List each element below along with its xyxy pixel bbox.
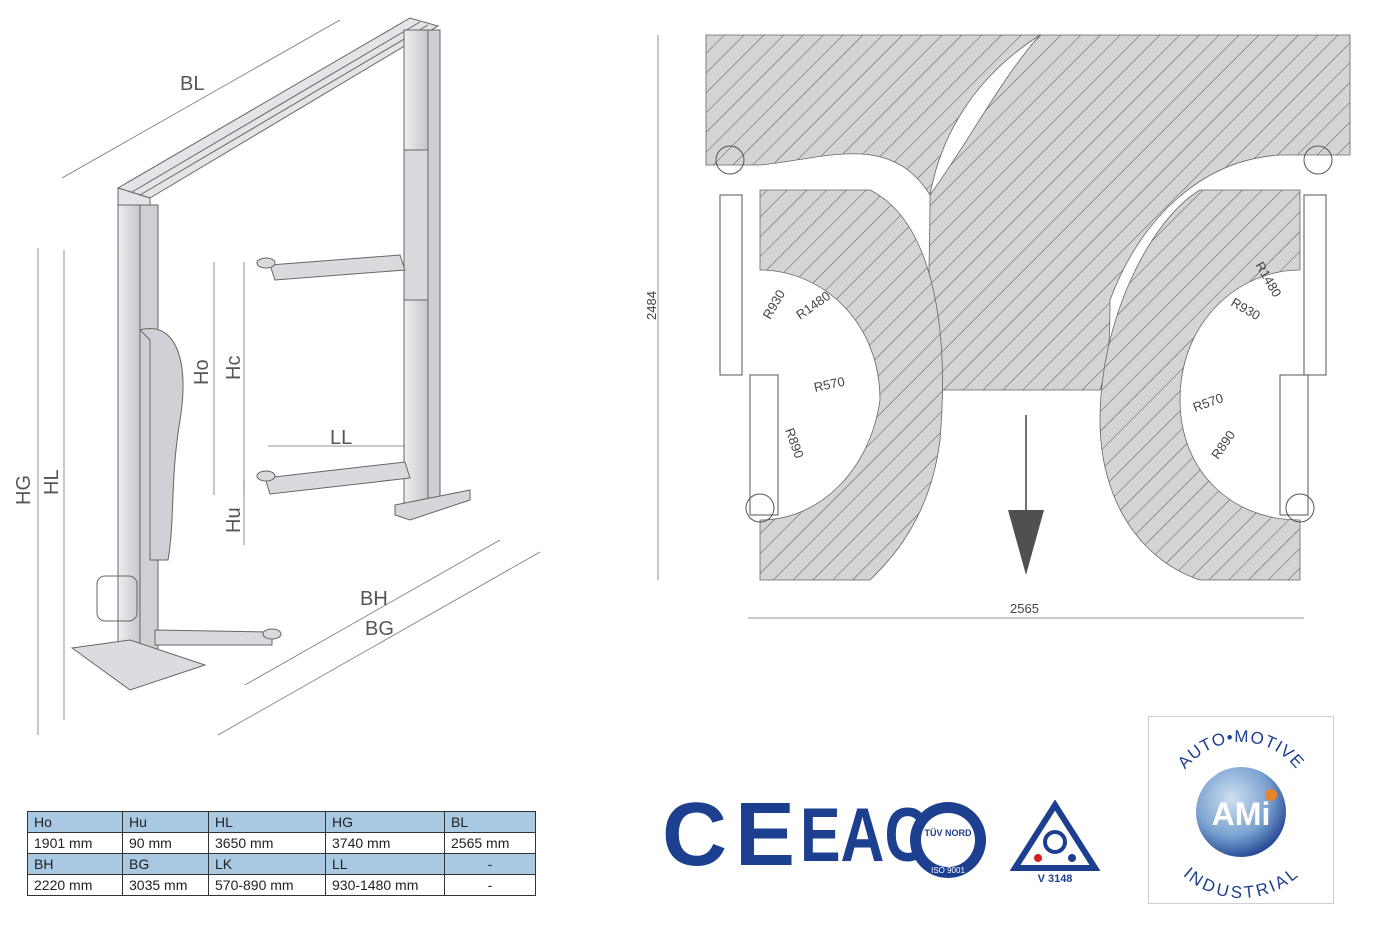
dim-label-hc: Hc — [223, 356, 245, 380]
table-cell: 2220 mm — [27, 874, 123, 896]
v3148-logo: V 3148 — [1010, 800, 1100, 885]
tuv-bottom-text: ISO 9001 — [931, 866, 965, 875]
table-row: 2220 mm 3035 mm 570-890 mm 930-1480 mm - — [27, 874, 536, 896]
eac-mark: EAC — [800, 793, 929, 878]
top-crossbeam — [116, 17, 440, 216]
plan-width-dim: 2565 — [1010, 601, 1039, 616]
table-cell: 90 mm — [122, 832, 209, 854]
plan-view-drawing: 2484 2565 R1480 R930 R570 R890 R1480 R93… — [644, 34, 1351, 619]
radius-right-inner: R930 — [1229, 295, 1263, 324]
dimension-lines — [37, 19, 541, 736]
dim-label-bl: BL — [180, 73, 204, 95]
table-row: BH BG LK LL - — [27, 853, 536, 875]
table-row: 1901 mm 90 mm 3650 mm 3740 mm 2565 mm — [27, 832, 536, 854]
ami-logo-box: AMi AUTO•MOTIVE INDUSTRIAL — [1148, 716, 1334, 904]
plan-height-dim: 2484 — [644, 291, 659, 320]
table-cell: LL — [325, 853, 445, 875]
v-code-text: V 3148 — [1038, 873, 1073, 885]
table-cell: HL — [208, 811, 326, 833]
tuv-nord-logo: TÜV NORD ISO 9001 — [910, 802, 986, 878]
radius-right-short-2: R890 — [1208, 428, 1238, 462]
lower-arm-right — [256, 461, 411, 495]
right-column — [394, 29, 471, 521]
direction-arrow — [1008, 415, 1044, 575]
ami-ring-bottom: INDUSTRIAL — [1180, 864, 1302, 902]
dim-label-hl: HL — [41, 469, 63, 495]
lift-isometric-drawing: BL Ho Hc Hu HG HL LL BH BG — [13, 17, 541, 736]
table-cell: - — [444, 874, 536, 896]
dim-label-hu: Hu — [223, 507, 245, 533]
lift-columns-plan — [715, 145, 1333, 523]
table-cell: 3035 mm — [122, 874, 209, 896]
table-cell: BG — [122, 853, 209, 875]
table-cell: 570-890 mm — [208, 874, 326, 896]
plan-dimension-lines — [657, 35, 1304, 619]
table-cell: 3740 mm — [325, 832, 445, 854]
table-cell: Ho — [27, 811, 123, 833]
radius-right-short: R570 — [1191, 390, 1225, 415]
ce-mark: CE — [662, 785, 804, 885]
radius-left-inner: R930 — [760, 287, 789, 321]
dim-label-ll: LL — [330, 427, 352, 449]
dim-label-hg: HG — [13, 475, 35, 505]
radius-left-short-2: R890 — [782, 426, 807, 460]
table-cell: BH — [27, 853, 123, 875]
dim-label-bg: BG — [365, 618, 394, 640]
ami-ring-top: AUTO•MOTIVE — [1174, 727, 1308, 772]
tuv-top-text: TÜV NORD — [925, 828, 973, 838]
table-cell: 1901 mm — [27, 832, 123, 854]
lower-arm-left — [96, 575, 282, 646]
dim-label-ho: Ho — [191, 359, 213, 385]
table-cell: Hu — [122, 811, 209, 833]
dim-label-bh: BH — [360, 588, 388, 610]
table-cell: HG — [325, 811, 445, 833]
table-row: Ho Hu HL HG BL — [27, 811, 536, 833]
spec-table: Ho Hu HL HG BL 1901 mm 90 mm 3650 mm 374… — [27, 811, 536, 896]
arm-sweep-zones — [705, 34, 1351, 581]
table-cell: 3650 mm — [208, 832, 326, 854]
ami-text: AMi — [1212, 796, 1271, 832]
radius-left-short: R570 — [813, 374, 847, 395]
table-cell: BL — [444, 811, 536, 833]
table-cell: 930-1480 mm — [325, 874, 445, 896]
table-cell: LK — [208, 853, 326, 875]
ami-logo: AMi AUTO•MOTIVE INDUSTRIAL — [1174, 727, 1308, 902]
table-cell: 2565 mm — [444, 832, 536, 854]
radius-left-outer: R1480 — [793, 288, 833, 322]
table-cell: - — [444, 853, 536, 875]
upper-arm — [256, 254, 406, 281]
left-column — [70, 204, 207, 691]
